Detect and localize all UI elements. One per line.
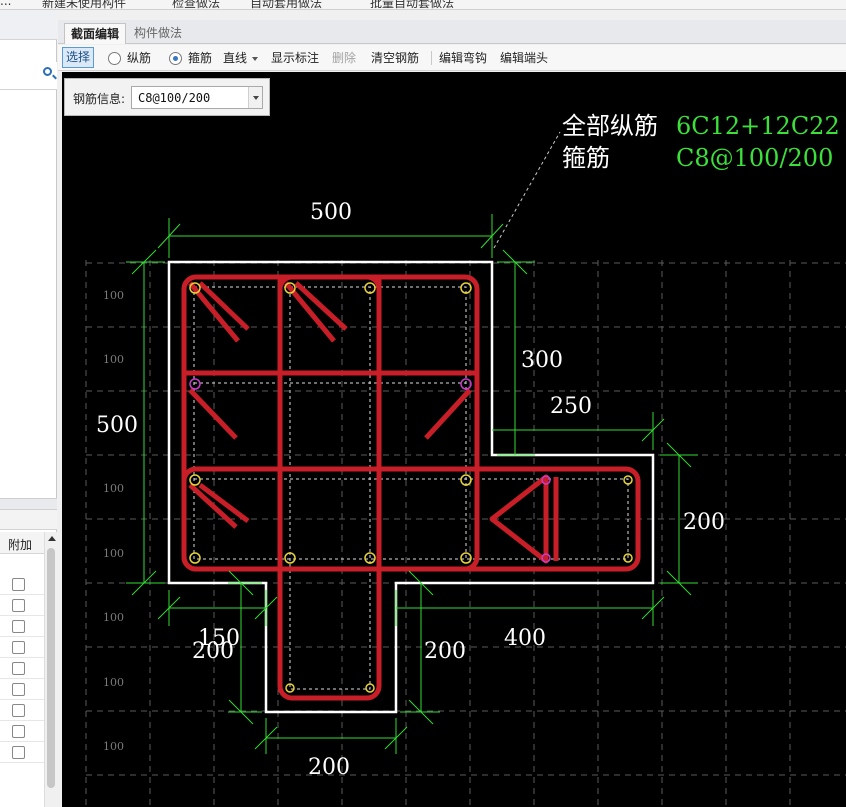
attach-checkbox[interactable] — [12, 704, 25, 717]
tab-component-method[interactable]: 构件做法 — [134, 26, 183, 40]
scrollbar[interactable] — [44, 532, 57, 807]
toolbar: 选择 纵筋 箍筋 直线 显示标注 删除 清空钢筋 编辑弯钩 编辑端头 — [58, 45, 846, 71]
table-row[interactable] — [0, 658, 44, 679]
table-row[interactable] — [0, 679, 44, 700]
attach-checkbox[interactable] — [12, 662, 25, 675]
inner-stirrup-dashed — [193, 286, 629, 690]
grid-label: 100 — [103, 676, 124, 689]
stirrup-label[interactable]: 箍筋 — [188, 51, 213, 65]
tab-section-edit[interactable]: 截面编辑 — [64, 23, 127, 44]
menubar-item-auto-apply[interactable]: 自动套用做法 — [250, 0, 323, 10]
dim-flange-width: 250 — [550, 394, 592, 419]
dim-flange-height: 200 — [683, 510, 725, 535]
grid-label: 100 — [103, 353, 124, 366]
table-row[interactable] — [0, 595, 44, 616]
chevron-down-icon — [252, 56, 259, 61]
delete-button[interactable]: 删除 — [332, 51, 357, 65]
table-row[interactable] — [0, 742, 44, 763]
grid-label: 100 — [103, 482, 124, 495]
stirrup-radio[interactable] — [169, 52, 182, 65]
left-panel-subheader — [0, 510, 57, 530]
stirrup-annotation-label: 箍筋 — [562, 144, 610, 172]
grid-label: 100 — [103, 289, 124, 302]
annotation-leader — [493, 131, 561, 249]
toolbar-divider — [431, 51, 432, 65]
clear-rebar-button[interactable]: 清空钢筋 — [371, 51, 420, 65]
menubar-item-check-method[interactable]: 检查做法 — [172, 0, 221, 10]
dim-bottom-left-150: 150 — [198, 626, 240, 651]
edit-hook-button[interactable]: 编辑弯钩 — [439, 51, 488, 65]
tab-bar: 截面编辑 构件做法 — [58, 20, 846, 44]
select-button[interactable]: 选择 — [62, 47, 95, 68]
table-row[interactable] — [0, 637, 44, 658]
menubar-item-cut[interactable]: ... — [0, 0, 12, 8]
left-search-box[interactable] — [0, 62, 57, 90]
dim-bottom-left-200: 200 — [192, 639, 234, 664]
attach-checkbox[interactable] — [12, 620, 25, 633]
rebar-info-panel: 钢筋信息: C8@100/200 — [64, 78, 270, 116]
table-row[interactable] — [0, 721, 44, 742]
menubar-item-batch-apply[interactable]: 批量自动套做法 — [370, 0, 455, 10]
section-drawing[interactable]: 100 100 100 100 100 100 100 — [62, 72, 846, 807]
section-outline[interactable] — [167, 260, 655, 714]
dim-stem-width: 200 — [308, 755, 350, 780]
stirrup-annotation-value: C8@100/200 — [676, 144, 833, 172]
grid-labels: 100 100 100 100 100 100 100 — [103, 289, 124, 753]
grid-label: 100 — [103, 740, 124, 753]
stirrup-bars[interactable] — [181, 274, 641, 701]
attach-checkbox[interactable] — [12, 641, 25, 654]
dim-left-height: 500 — [96, 413, 138, 438]
edit-end-button[interactable]: 编辑端头 — [500, 51, 549, 65]
all-longitudinal-value: 6C12+12C22 — [676, 112, 840, 140]
all-longitudinal-label: 全部纵筋 — [562, 112, 658, 140]
scroll-thumb[interactable] — [47, 548, 55, 788]
dim-top-width: 500 — [310, 200, 352, 225]
scroll-up-icon[interactable] — [48, 536, 56, 541]
menubar: ... 新建未使用构件 检查做法 自动套用做法 批量自动套做法 — [0, 0, 846, 10]
longitudinal-radio[interactable] — [108, 52, 121, 65]
longitudinal-bars[interactable] — [189, 282, 633, 693]
table-row[interactable] — [0, 616, 44, 637]
attach-checkbox[interactable] — [12, 746, 25, 759]
left-panel-header — [0, 10, 57, 40]
rebar-info-value[interactable]: C8@100/200 — [138, 91, 211, 105]
dim-bottom-right-400: 400 — [504, 626, 546, 651]
chevron-down-icon[interactable] — [248, 87, 262, 108]
grid-label: 100 — [103, 547, 124, 560]
drawing-canvas[interactable]: 100 100 100 100 100 100 100 — [62, 72, 846, 807]
attach-checkbox[interactable] — [12, 578, 25, 591]
rebar-info-select[interactable]: C8@100/200 — [131, 86, 263, 109]
rebar-info-label: 钢筋信息: — [73, 92, 126, 106]
dimension-lines — [126, 214, 698, 754]
attach-checkbox[interactable] — [12, 725, 25, 738]
table-row[interactable] — [0, 574, 44, 595]
left-panel-splitter[interactable] — [0, 498, 57, 510]
attach-checkbox[interactable] — [12, 683, 25, 696]
column-header-attach: 附加 — [0, 532, 44, 554]
dimension-texts: 500 500 300 250 200 150 200 200 400 200 — [96, 200, 725, 780]
table-row[interactable] — [0, 700, 44, 721]
menubar-item-new-unused[interactable]: 新建未使用构件 — [42, 0, 127, 10]
search-icon[interactable] — [43, 67, 52, 76]
show-annotation-button[interactable]: 显示标注 — [271, 51, 320, 65]
rebar-annotation[interactable]: 全部纵筋 6C12+12C22 箍筋 C8@100/200 — [562, 112, 840, 172]
longitudinal-label[interactable]: 纵筋 — [127, 51, 152, 65]
dim-stem-right-200: 200 — [424, 639, 466, 664]
grid-label: 100 — [103, 611, 124, 624]
attach-checkbox[interactable] — [12, 599, 25, 612]
dim-notch-height: 300 — [521, 348, 563, 373]
line-mode-dropdown[interactable]: 直线 — [223, 49, 259, 67]
